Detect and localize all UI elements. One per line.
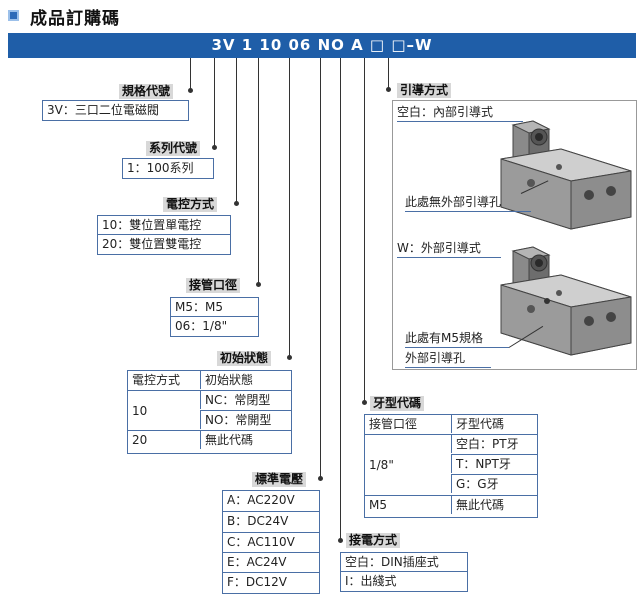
- initial-key: 10: [128, 390, 200, 430]
- series-row: 1：100系列: [127, 161, 194, 175]
- connector-dot: [338, 538, 343, 543]
- connector-line: [388, 58, 389, 90]
- pilot-external-note-2: 外部引導孔: [405, 351, 466, 365]
- pilot-label: 引導方式: [397, 83, 452, 98]
- thread-label: 牙型代碼: [370, 396, 425, 411]
- model-table: 3V：三口二位電磁閥: [42, 100, 189, 121]
- connector-line: [258, 58, 259, 285]
- divider: [397, 257, 501, 258]
- initial-value: 無此代碼: [200, 430, 291, 449]
- initial-key: 20: [128, 430, 200, 449]
- model-label: 規格代號: [119, 84, 174, 99]
- voltage-row: F：DC12V: [223, 572, 319, 593]
- order-code: 3V 1 10 06 NO A □ □–W: [211, 36, 433, 54]
- initial-value: NC：常閉型: [200, 390, 291, 409]
- voltage-table: A：AC220V B：DC24V C：AC110V E：AC24V F：DC12…: [222, 490, 320, 594]
- connector-line: [236, 58, 237, 204]
- order-code-bar: 3V 1 10 06 NO A □ □–W: [8, 33, 636, 58]
- connector-dot: [212, 145, 217, 150]
- series-label: 系列代號: [146, 141, 201, 156]
- initial-value: NO：常開型: [200, 410, 291, 429]
- thread-key: M5: [365, 495, 451, 514]
- pilot-internal-note: 此處無外部引導孔: [405, 195, 502, 209]
- connector-label: 接電方式: [346, 533, 401, 548]
- connector-dot: [318, 476, 323, 481]
- connector-line: [289, 58, 290, 358]
- valve-external-image: [500, 246, 632, 356]
- divider: [405, 367, 491, 368]
- initial-label: 初始狀態: [217, 351, 272, 366]
- connector-table: 空白：DIN插座式 I：出綫式: [340, 552, 468, 592]
- voltage-row: C：AC110V: [223, 532, 319, 553]
- pilot-internal-text: 空白：內部引導式: [397, 105, 494, 119]
- initial-table: 電控方式 初始狀態 10 NC：常閉型 NO：常開型 20 無此代碼: [127, 370, 292, 454]
- port-table: M5：M5 06：1/8": [170, 297, 259, 337]
- connector-row: I：出綫式: [341, 571, 467, 590]
- pilot-external-text: W：外部引導式: [397, 241, 481, 255]
- thread-value: 空白：PT牙: [451, 434, 537, 453]
- divider: [397, 121, 523, 122]
- connector-dot: [362, 400, 367, 405]
- thread-table: 接管口徑 牙型代碼 1/8" 空白：PT牙 T：NPT牙 G：G牙 M5 無此代…: [364, 414, 538, 518]
- connector-dot: [256, 282, 261, 287]
- thread-value: G：G牙: [451, 474, 537, 493]
- initial-header: 初始狀態: [200, 371, 291, 389]
- connector-line: [340, 58, 341, 540]
- port-row: 06：1/8": [171, 316, 258, 335]
- voltage-row: E：AC24V: [223, 552, 319, 573]
- pilot-external-note-1: 此處有M5規格: [405, 331, 483, 345]
- thread-header: 接管口徑: [369, 417, 418, 431]
- connector-line: [320, 58, 321, 480]
- control-label: 電控方式: [163, 197, 218, 212]
- thread-value: T：NPT牙: [451, 454, 537, 473]
- connector-line: [214, 58, 215, 148]
- connector-line: [190, 58, 191, 91]
- voltage-label: 標準電壓: [252, 472, 307, 487]
- control-table: 10：雙位置單電控 20：雙位置雙電控: [97, 215, 231, 255]
- connector-dot: [386, 87, 391, 92]
- page-title: 成品訂購碼: [30, 9, 120, 29]
- connector-dot: [287, 355, 292, 360]
- voltage-row: A：AC220V: [227, 493, 295, 507]
- port-label: 接管口徑: [186, 278, 241, 293]
- divider: [405, 347, 509, 348]
- connector-row: 空白：DIN插座式: [345, 555, 439, 569]
- connector-line: [364, 58, 365, 402]
- voltage-row: B：DC24V: [223, 511, 319, 532]
- thread-header: 牙型代碼: [451, 415, 537, 433]
- port-row: M5：M5: [175, 300, 223, 314]
- connector-dot: [234, 201, 239, 206]
- title-bullet-icon: [8, 10, 19, 21]
- series-table: 1：100系列: [122, 158, 214, 179]
- connector-dot: [188, 88, 193, 93]
- pilot-panel: 空白：內部引導式 此處無外部引導孔 W：外部引導式: [392, 100, 637, 370]
- initial-header: 電控方式: [132, 373, 181, 387]
- control-row: 20：雙位置雙電控: [98, 234, 230, 253]
- thread-value: 無此代碼: [451, 495, 537, 514]
- model-row: 3V：三口二位電磁閥: [47, 103, 159, 117]
- valve-internal-image: [500, 120, 632, 230]
- divider: [405, 211, 531, 212]
- control-row: 10：雙位置單電控: [102, 218, 202, 232]
- thread-key: 1/8": [365, 434, 451, 495]
